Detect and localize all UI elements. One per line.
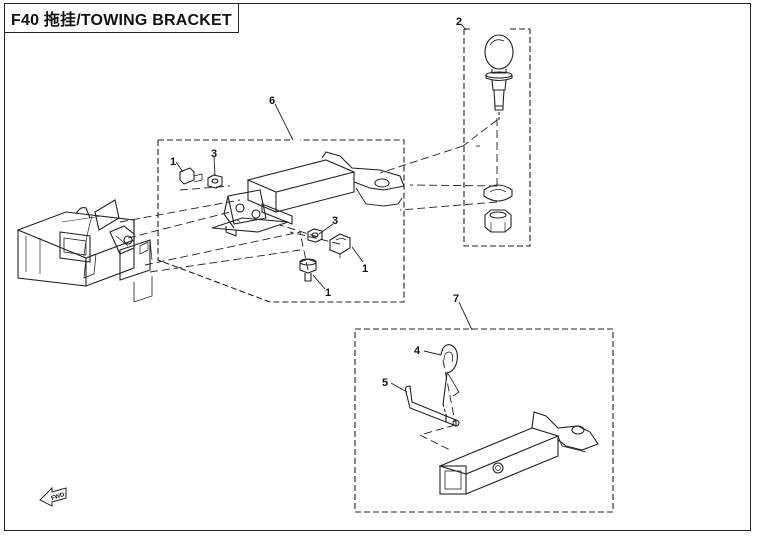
callout-hitch-assembly: 6: [269, 95, 275, 107]
hitch-ball-part: [484, 34, 514, 120]
receiver-group-box: [354, 328, 614, 513]
vehicle-frame: [16, 199, 153, 303]
callout-bolt-bottom: 1: [325, 287, 331, 299]
lock-nut-part: [484, 209, 512, 233]
hairpin-clip-part: [440, 344, 460, 419]
callout-ball: 2: [456, 16, 462, 28]
bolt-bottom-part: [299, 258, 317, 282]
washer-part: [483, 184, 513, 202]
nut-top-part: [207, 174, 223, 189]
drawing-sheet: [4, 3, 751, 531]
callout-bolt-top: 1: [170, 156, 176, 168]
leader-lines: [175, 23, 473, 393]
callout-pin: 5: [382, 377, 388, 389]
bolt-right-part: [329, 233, 351, 258]
callout-nut-top: 3: [211, 148, 217, 160]
hitch-group-box: [157, 139, 405, 303]
forward-label: FWD: [51, 492, 66, 502]
receiver-tube-part: [438, 411, 599, 495]
callout-receiver-assembly: 7: [453, 293, 459, 305]
callout-nut-right: 3: [332, 215, 338, 227]
callout-pin-clip: 4: [414, 345, 421, 357]
title-box: F40 拖挂/TOWING BRACKET: [4, 3, 239, 33]
nut-right-part: [307, 228, 323, 243]
bolt-top-part: [179, 167, 203, 185]
hitch-bracket-part: [211, 151, 405, 237]
callout-bolt-right: 1: [362, 263, 368, 275]
diagram-title: F40 拖挂/TOWING BRACKET: [11, 12, 232, 29]
forward-arrow-icon: [39, 486, 67, 507]
projection-lines: [119, 118, 498, 451]
hitch-pin-part: [404, 385, 460, 427]
